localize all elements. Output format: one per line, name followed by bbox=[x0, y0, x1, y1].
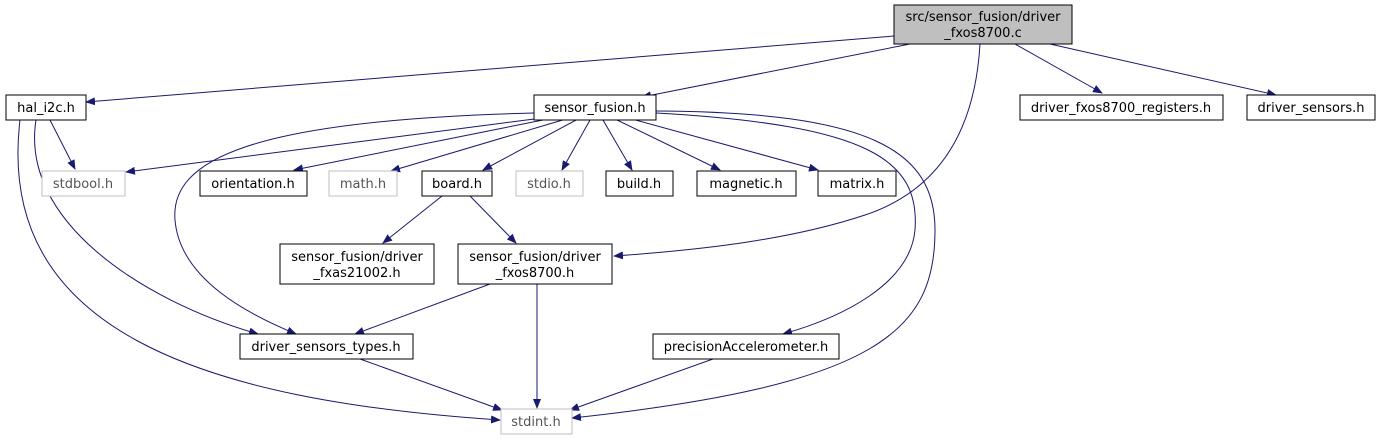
node-stdint[interactable]: stdint.h bbox=[500, 408, 573, 435]
nodes-layer: src/sensor_fusion/driver _fxos8700.c hal… bbox=[5, 4, 1376, 435]
edge-sensor-fusion-to-magnetic bbox=[614, 118, 721, 171]
edge-driver-fxos8700-h-to-driver-sensors-types bbox=[354, 283, 491, 335]
edge-sensor-fusion-to-precision-accelerometer bbox=[655, 112, 916, 336]
node-driver-fxos8700-h-label-line1: sensor_fusion/driver bbox=[469, 250, 601, 265]
node-stdint-label: stdint.h bbox=[511, 415, 560, 430]
node-driver-fxas21002-label-line1: sensor_fusion/driver bbox=[291, 250, 423, 265]
node-magnetic-label: magnetic.h bbox=[709, 177, 782, 192]
node-magnetic[interactable]: magnetic.h bbox=[696, 170, 797, 197]
edge-driver-sensors-types-to-stdint bbox=[359, 358, 503, 411]
edge-sensor-fusion-to-orientation bbox=[293, 117, 554, 173]
edge-sensor-fusion-to-matrix bbox=[627, 117, 819, 172]
node-stdbool[interactable]: stdbool.h bbox=[41, 170, 126, 197]
edge-sensor-fusion-to-build bbox=[602, 119, 633, 171]
node-stdio[interactable]: stdio.h bbox=[515, 170, 584, 197]
node-hal-i2c[interactable]: hal_i2c.h bbox=[5, 94, 87, 121]
edge-board-to-driver-fxas21002 bbox=[382, 195, 443, 244]
node-precision-accelerometer-label: precisionAccelerometer.h bbox=[664, 340, 829, 355]
edge-root-to-driver-fxos8700-h bbox=[613, 43, 981, 260]
edge-root-to-hal-i2c bbox=[85, 35, 895, 106]
node-driver-sensors-label: driver_sensors.h bbox=[1258, 101, 1365, 116]
edge-hal-i2c-to-driver-sensors-types bbox=[34, 119, 259, 336]
node-board[interactable]: board.h bbox=[421, 170, 493, 197]
edge-hal-i2c-to-stdint bbox=[17, 119, 501, 424]
node-hal-i2c-label: hal_i2c.h bbox=[17, 101, 75, 116]
node-driver-sensors-types[interactable]: driver_sensors_types.h bbox=[239, 333, 414, 360]
node-build-label: build.h bbox=[617, 177, 661, 192]
node-driver-fxos8700-registers-label: driver_fxos8700_registers.h bbox=[1031, 101, 1211, 116]
node-driver-fxos8700-registers[interactable]: driver_fxos8700_registers.h bbox=[1019, 94, 1224, 121]
node-root-label-line2: _fxos8700.c bbox=[943, 26, 1021, 41]
edge-root-to-sensor-fusion bbox=[641, 43, 911, 100]
node-board-label: board.h bbox=[432, 177, 482, 192]
node-driver-fxas21002[interactable]: sensor_fusion/driver _fxas21002.h bbox=[279, 243, 435, 285]
edge-root-to-driver-fxos8700-registers bbox=[1014, 43, 1103, 94]
edge-sensor-fusion-to-stdint bbox=[571, 110, 936, 422]
node-driver-sensors[interactable]: driver_sensors.h bbox=[1246, 94, 1376, 121]
node-sensor-fusion-label: sensor_fusion.h bbox=[544, 101, 645, 116]
node-driver-sensors-types-label: driver_sensors_types.h bbox=[251, 340, 400, 355]
node-root-file[interactable]: src/sensor_fusion/driver _fxos8700.c bbox=[893, 4, 1073, 45]
edge-board-to-driver-fxos8700-h bbox=[469, 195, 517, 244]
node-math-label: math.h bbox=[340, 177, 386, 192]
node-math[interactable]: math.h bbox=[328, 170, 398, 197]
edge-sensor-fusion-to-stdbool bbox=[125, 117, 543, 175]
node-build[interactable]: build.h bbox=[605, 170, 674, 197]
node-root-label-line1: src/sensor_fusion/driver bbox=[906, 10, 1062, 25]
edge-hal-i2c-to-stdbool bbox=[49, 119, 76, 170]
node-precision-accelerometer[interactable]: precisionAccelerometer.h bbox=[652, 333, 840, 360]
node-orientation-label: orientation.h bbox=[211, 177, 294, 192]
edge-sensor-fusion-to-driver-sensors-types bbox=[174, 112, 535, 335]
edge-sensor-fusion-to-stdio bbox=[561, 119, 591, 171]
edge-sensor-fusion-to-board bbox=[482, 118, 579, 171]
node-matrix[interactable]: matrix.h bbox=[817, 170, 897, 197]
node-matrix-label: matrix.h bbox=[830, 177, 885, 192]
edge-precision-accelerometer-to-stdint bbox=[569, 358, 714, 411]
edge-root-to-driver-sensors bbox=[1049, 43, 1277, 97]
edge-sensor-fusion-to-math bbox=[390, 118, 567, 173]
node-driver-fxos8700-h-label-line2: _fxos8700.h bbox=[495, 266, 575, 281]
node-driver-fxas21002-label-line2: _fxas21002.h bbox=[312, 266, 400, 281]
node-driver-fxos8700-h[interactable]: sensor_fusion/driver _fxos8700.h bbox=[457, 243, 613, 285]
node-orientation[interactable]: orientation.h bbox=[199, 170, 308, 197]
edges-layer bbox=[17, 35, 1277, 424]
node-stdio-label: stdio.h bbox=[527, 177, 571, 192]
node-sensor-fusion[interactable]: sensor_fusion.h bbox=[533, 94, 657, 121]
node-stdbool-label: stdbool.h bbox=[53, 177, 113, 192]
